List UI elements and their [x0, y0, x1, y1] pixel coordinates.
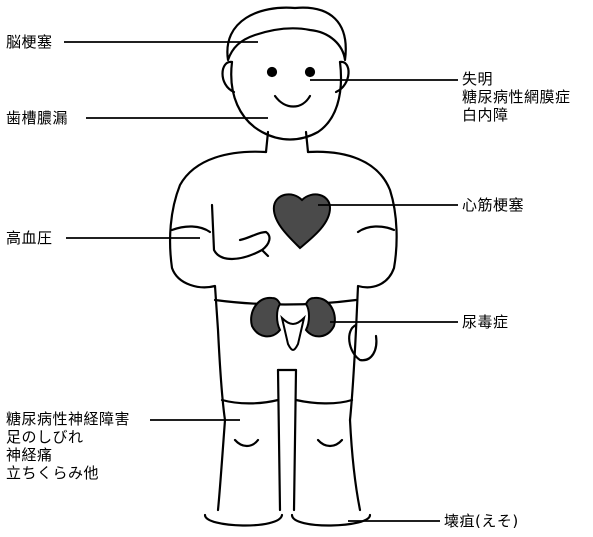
- torso: [170, 152, 397, 420]
- right-sleeve: [358, 226, 394, 232]
- right-leg: [294, 370, 360, 510]
- shorts-hem: [222, 400, 352, 403]
- right-hand: [349, 325, 376, 360]
- label-numbness: 足のしびれ: [6, 428, 130, 446]
- hair: [227, 8, 345, 60]
- label-periodontitis: 歯槽膿漏: [6, 109, 68, 127]
- label-neuropathy: 糖尿病性神経障害: [6, 410, 130, 428]
- waist: [215, 300, 356, 305]
- label-cataract: 白内障: [462, 106, 571, 124]
- label-hypertension: 高血圧: [6, 229, 53, 247]
- label-eye-group: 失明 糖尿病性網膜症 白内障: [462, 70, 571, 124]
- hand: [212, 205, 269, 259]
- head-outline: [231, 62, 341, 140]
- label-nerve-group: 糖尿病性神経障害 足のしびれ 神経痛 立ちくらみ他: [6, 410, 130, 482]
- right-ear: [336, 62, 349, 92]
- left-knee: [235, 440, 258, 446]
- right-knee: [318, 440, 342, 446]
- mouth: [275, 96, 310, 107]
- left-eye: [268, 68, 276, 76]
- label-dizziness: 立ちくらみ他: [6, 464, 130, 482]
- left-foot: [205, 515, 282, 526]
- label-retinopathy: 糖尿病性網膜症: [462, 88, 571, 106]
- left-leg: [218, 370, 280, 510]
- label-heart: 心筋梗塞: [462, 196, 524, 214]
- left-sleeve: [172, 226, 210, 232]
- bladder: [282, 318, 304, 350]
- label-gangrene: 壊疽(えそ): [444, 512, 519, 530]
- label-kidney: 尿毒症: [462, 313, 509, 331]
- label-blindness: 失明: [462, 70, 571, 88]
- heart-organ: [274, 194, 330, 248]
- label-neuralgia: 神経痛: [6, 446, 130, 464]
- label-stroke: 脳梗塞: [6, 33, 53, 51]
- neck: [266, 132, 308, 152]
- right-eye: [306, 68, 314, 76]
